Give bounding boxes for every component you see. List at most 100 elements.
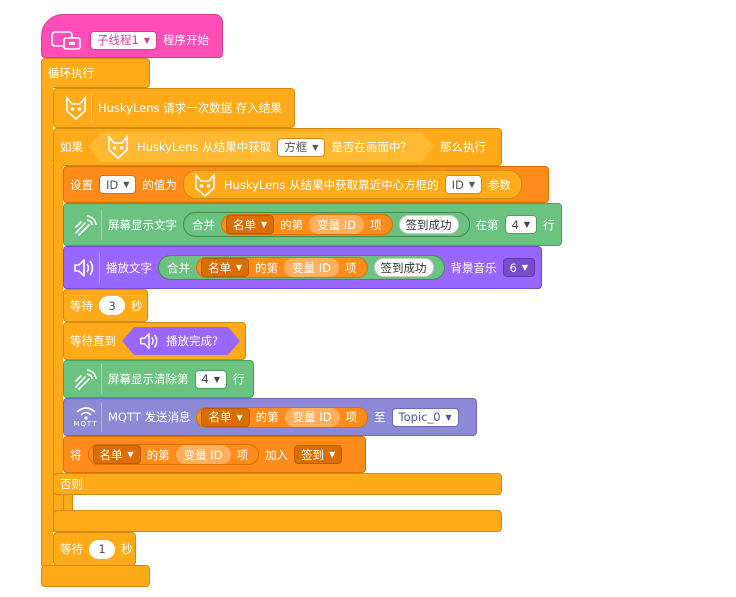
wait-until-label: 等待直到 [70,334,116,348]
speaker-icon [138,331,160,351]
chevron-down-icon: ▼ [236,412,243,422]
wait-until-block[interactable]: 等待直到 播放完成? [63,322,246,360]
variable-id-reporter[interactable]: 变量 ID [284,258,340,277]
screen-display-icon [70,209,102,240]
item-label: 项 [345,410,358,424]
screen-display-text-block[interactable]: 屏幕显示文字 合并 名单▼ 的第 变量 ID 项 签到成功 在第 4▼ 行 [63,203,562,246]
play-text-label: 播放文字 [105,260,152,275]
list-dropdown[interactable]: 名单▼ [201,407,250,427]
screen-clear-label: 屏幕显示清除第 [108,372,189,386]
topic-dropdown[interactable]: Topic_0▼ [391,407,459,427]
chevron-down-icon: ▼ [329,450,336,459]
if-label: 如果 [60,140,83,154]
text-input[interactable]: 签到成功 [373,258,434,277]
huskylens-detect-condition[interactable]: HuskyLens 从结果中获取 方框▼ 是否在画面中？ [89,132,434,162]
chevron-down-icon: ▼ [213,374,220,384]
chevron-down-icon: ▼ [127,450,134,459]
mqtt-icon-text: MQTT [73,420,98,428]
screen-display-icon [70,364,102,394]
item-label: 项 [370,217,382,232]
variable-id-reporter[interactable]: 变量 ID [175,445,231,464]
background-music-dropdown[interactable]: 6▼ [502,258,535,277]
chevron-down-icon: ▼ [235,263,243,272]
huskylens-request-block[interactable]: HuskyLens 请求一次数据 存入结果 [53,88,295,128]
row-dropdown[interactable]: 4▼ [504,215,538,234]
item-label: 项 [345,260,357,275]
chevron-down-icon: ▼ [123,180,130,189]
list-item-reporter[interactable]: 名单▼ 的第 变量 ID 项 [195,257,368,278]
reporter-suffix: 参数 [488,177,512,192]
join-reporter[interactable]: 合并 名单▼ 的第 变量 ID 项 签到成功 [183,212,470,237]
play-text-block[interactable]: 播放文字 合并 名单▼ 的第 变量 ID 项 签到成功 背景音乐 6▼ [63,246,542,289]
chevron-down-icon: ▼ [523,220,531,229]
seconds-unit: 秒 [131,298,143,313]
join-label: 合并 [192,217,215,232]
chevron-down-icon: ▼ [521,263,528,272]
at-label: 在第 [475,217,499,232]
parameter-dropdown[interactable]: ID▼ [444,175,483,194]
condition-text: HuskyLens 从结果中获取 [137,140,272,154]
set-variable-block[interactable]: 设置 ID▼ 的值为 HuskyLens 从结果中获取靠近中心方框的 ID▼ 参… [63,166,549,203]
set-label: 设置 [70,177,93,192]
wait-seconds-block[interactable]: 等待 1 秒 [53,532,136,566]
add-to-list-block[interactable]: 将 名单▼ 的第 变量 ID 项 加入 签到▼ [63,436,366,473]
chevron-down-icon: ▼ [445,412,452,422]
list-dropdown[interactable]: 名单▼ [226,215,275,234]
screen-display-label: 屏幕显示文字 [108,217,177,232]
seconds-input[interactable]: 3 [99,296,125,315]
play-finished-label: 播放完成? [166,334,219,348]
wait-seconds-block[interactable]: 等待 3 秒 [63,289,148,322]
screen-clear-row-block[interactable]: 屏幕显示清除第 4▼ 行 [63,360,254,398]
thread-start-label: 程序开始 [162,33,209,47]
to-label: 至 [374,410,386,424]
forever-loop-arm [41,86,53,566]
join-label: 合并 [166,260,190,275]
forever-loop-block[interactable]: 循环执行 [41,58,150,88]
wait-label: 等待 [70,298,93,313]
else-section: 否则 [53,473,502,495]
item-label: 项 [236,447,249,462]
chevron-down-icon: ▼ [143,35,150,45]
list-item-reporter[interactable]: 名单▼ 的第 变量 ID 项 [196,406,369,428]
reporter-text: HuskyLens 从结果中获取靠近中心方框的 [223,177,439,192]
thread-dropdown[interactable]: 子线程1▼ [90,30,157,50]
thread-start-hat-block[interactable]: 子线程1▼ 程序开始 [41,14,223,58]
target-list-dropdown[interactable]: 签到▼ [294,445,343,464]
mqtt-send-label: MQTT 发送消息 [108,410,191,424]
huskylens-icon [105,134,131,160]
chevron-down-icon: ▼ [312,142,319,152]
text-input[interactable]: 签到成功 [398,215,459,234]
row-dropdown[interactable]: 4▼ [194,369,227,389]
seconds-unit: 秒 [121,542,133,556]
row-suffix: 行 [543,217,555,232]
nth-label: 的第 [146,447,170,462]
background-music-label: 背景音乐 [450,260,497,275]
thread-icon [50,28,84,52]
mqtt-icon: MQTT [70,402,102,432]
target-type-dropdown[interactable]: 方框▼ [277,138,325,157]
if-else-block[interactable]: 如果 HuskyLens 从结果中获取 方框▼ 是否在画面中？ 那么执行 [53,128,502,166]
huskylens-center-box-reporter[interactable]: HuskyLens 从结果中获取靠近中心方框的 ID▼ 参数 [182,170,523,199]
nth-label: 的第 [255,410,279,424]
list-dropdown[interactable]: 名单▼ [92,445,141,464]
play-finished-condition[interactable]: 播放完成? [122,327,240,355]
join-reporter[interactable]: 合并 名单▼ 的第 变量 ID 项 签到成功 [157,255,445,280]
mqtt-send-block[interactable]: MQTT MQTT 发送消息 名单▼ 的第 变量 ID 项 至 Topic_0▼ [63,398,477,436]
huskylens-icon [60,93,92,123]
chevron-down-icon: ▼ [468,180,476,189]
huskylens-icon [192,172,218,198]
speaker-icon [70,252,100,283]
nth-label: 的第 [255,260,279,275]
huskylens-request-label: HuskyLens 请求一次数据 存入结果 [98,101,282,115]
list-item-reporter[interactable]: 名单▼ 的第 变量 ID 项 [87,444,260,465]
list-dropdown[interactable]: 名单▼ [200,258,250,277]
seconds-input[interactable]: 1 [89,539,115,559]
add-label: 加入 [265,447,289,462]
list-item-reporter[interactable]: 名单▼ 的第 变量 ID 项 [221,214,393,235]
row-suffix: 行 [232,372,245,386]
variable-id-reporter[interactable]: 变量 ID [284,407,340,427]
forever-loop-bottom [41,565,150,587]
variable-dropdown[interactable]: ID▼ [99,175,137,194]
variable-id-reporter[interactable]: 变量 ID [309,215,365,234]
forever-loop-label: 循环执行 [48,66,94,80]
